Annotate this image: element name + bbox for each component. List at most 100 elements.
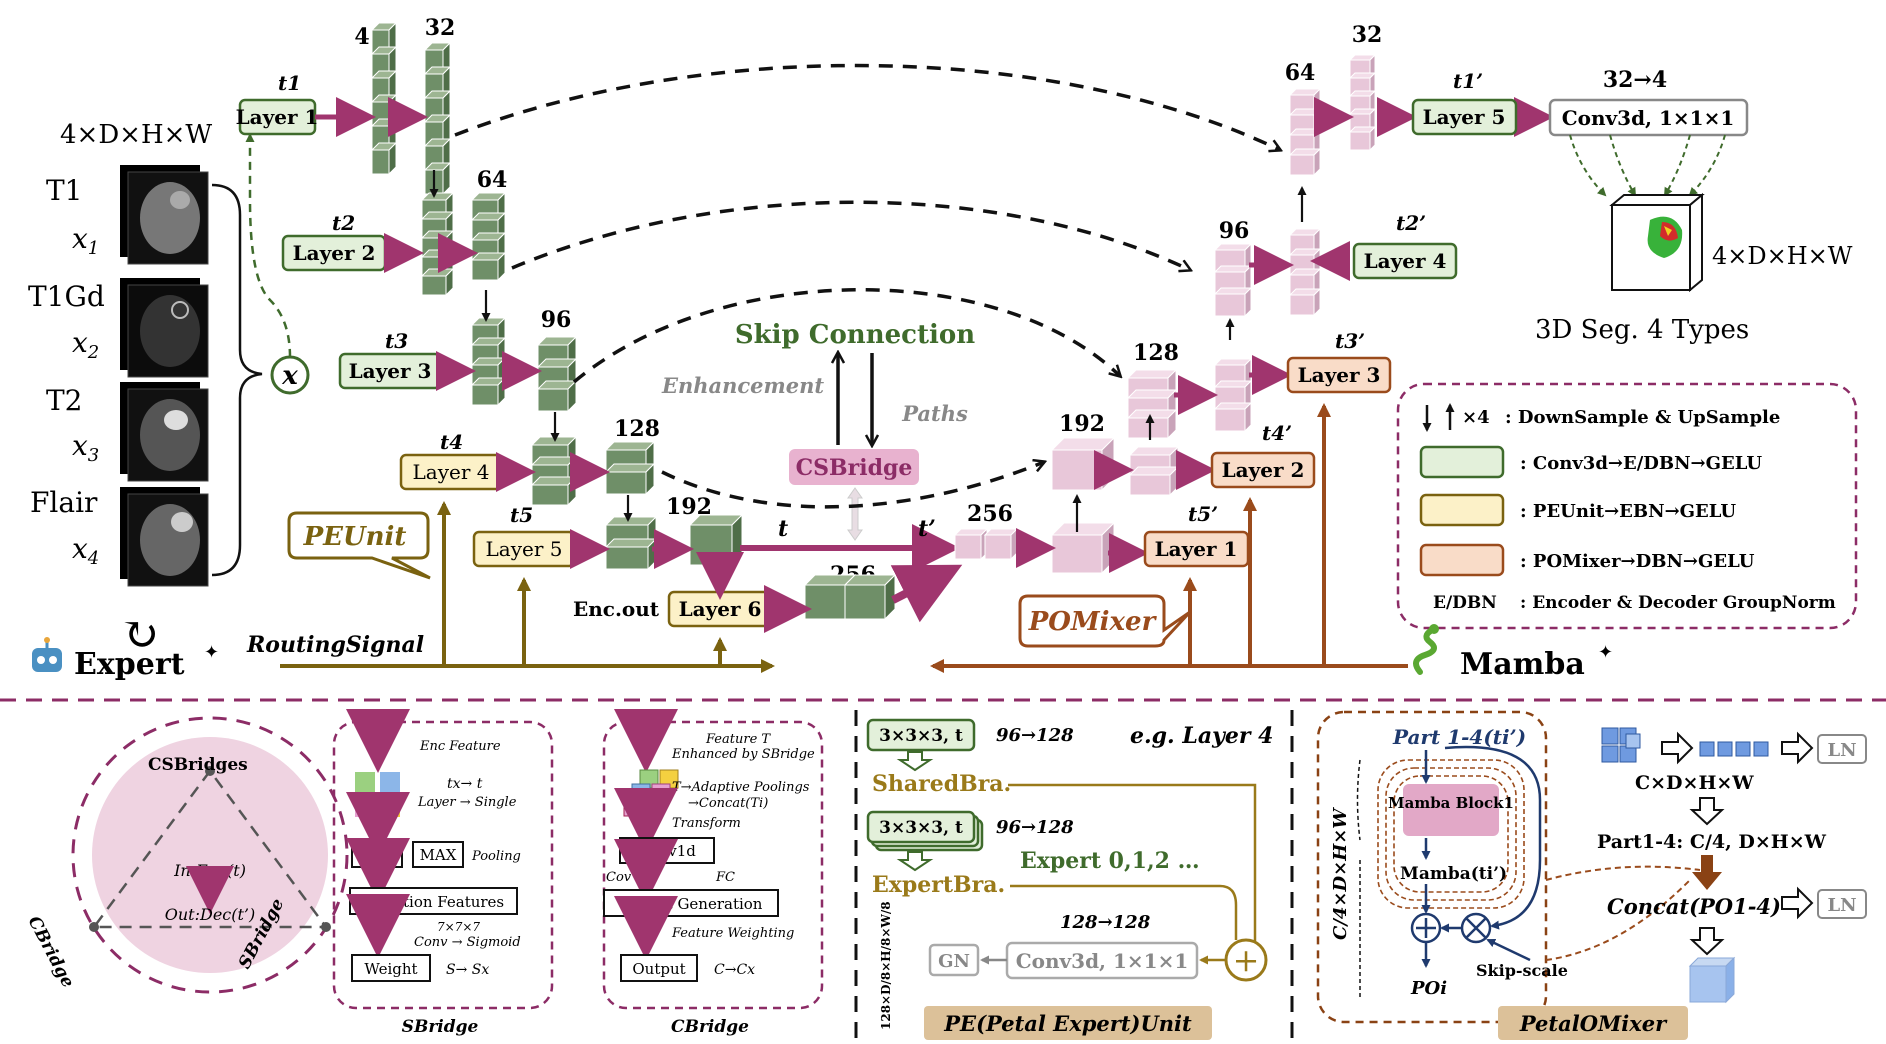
- po-part14: Part1-4: C/4, D×H×W: [1597, 831, 1827, 853]
- pe-shared-bra: SharedBra.: [872, 771, 1011, 797]
- pe-gn[interactable]: [928, 943, 980, 977]
- csbridge-to-bottleneck: [847, 487, 863, 541]
- cbridge-title: CBridge: [671, 1017, 749, 1037]
- po-cdhw: C×D×H×W: [1635, 772, 1754, 794]
- cbridge-side-label: CBridge: [24, 913, 78, 991]
- enc-col-96b-cube-3: [536, 379, 578, 413]
- input-dims: 4×D×H×W: [60, 120, 212, 150]
- input-brace: [211, 183, 263, 577]
- svg-text:CSBridge: CSBridge: [796, 455, 913, 481]
- legend-text-green: : Conv3d→E/DBN→GELU: [1520, 453, 1762, 474]
- po-cube-cluster: [1601, 727, 1641, 763]
- svg-text:+: +: [1233, 941, 1260, 979]
- svg-text:Layer 4: Layer 4: [413, 460, 490, 484]
- pe-title: PE(Petal Expert)Unit: [943, 1011, 1192, 1036]
- enc-col-96a-cube-4: [470, 376, 507, 407]
- modality-name-4: Flair: [30, 486, 98, 519]
- enc-t5: t5: [510, 503, 533, 527]
- legend-text-arrows: : DownSample & UpSample: [1505, 407, 1780, 428]
- dec-t5: t5’: [1188, 502, 1218, 526]
- legend-swatch-yellow: [1419, 493, 1505, 527]
- legend-text-yellow: : PEUnit→EBN→GELU: [1520, 501, 1736, 522]
- svg-text:Layer 3: Layer 3: [349, 359, 432, 383]
- conv-out-ch: 32→4: [1603, 67, 1667, 93]
- enc-t4: t4: [440, 430, 463, 454]
- conv-out-dashed-arrows: [1569, 134, 1726, 197]
- enc-col-128b-cube-2: [604, 462, 656, 496]
- enc-col-4-cube-6: [370, 141, 398, 176]
- dec-ch-96: 96: [1219, 218, 1250, 244]
- dec-cube-192b: [1050, 521, 1116, 575]
- cbridge-output[interactable]: [620, 954, 698, 982]
- pe-expert-kernel[interactable]: [866, 810, 976, 844]
- svg-text:Weight Generation: Weight Generation: [620, 895, 763, 913]
- legend-text-orange: : POMixer→DBN→GELU: [1520, 551, 1755, 572]
- skip-title: Skip Connection: [735, 320, 975, 350]
- modality-var-1: x1: [72, 222, 99, 259]
- cbridge-cube-stack: [623, 769, 679, 817]
- po-token-row: [1699, 741, 1769, 757]
- csbridge-box[interactable]: [789, 449, 919, 485]
- pe-shared-kernel[interactable]: [866, 718, 976, 752]
- enc-ch-32: 32: [425, 15, 456, 41]
- mri-stack-t1gd: [120, 278, 209, 378]
- svg-text:Layer 4: Layer 4: [1364, 249, 1447, 273]
- svg-text:AVG: AVG: [360, 846, 394, 864]
- svg-text:Layer 6: Layer 6: [679, 597, 762, 621]
- dec-layer-2[interactable]: [1210, 451, 1316, 489]
- cbridge-feature-t: Feature T: [705, 732, 771, 747]
- po-output-cube: [1688, 956, 1736, 1004]
- dec-t2: t2’: [1396, 211, 1426, 235]
- dec-layer-3[interactable]: [1286, 356, 1392, 394]
- svg-text:Attention Features: Attention Features: [361, 893, 504, 911]
- enc-col-64a-cube-5: [420, 267, 455, 297]
- dec-col-96a-cube-3: [1213, 286, 1253, 318]
- routing-branches: [437, 501, 727, 666]
- decoder-feature-maps: [953, 53, 1554, 575]
- legend-box: [1396, 382, 1858, 630]
- enc-col-32-cube-6: [423, 161, 452, 196]
- po-ln-2[interactable]: [1817, 889, 1867, 919]
- conv-out-box[interactable]: [1548, 98, 1749, 137]
- csbridge-disc: [92, 737, 328, 973]
- svg-text:Layer 3: Layer 3: [1298, 363, 1381, 387]
- dec-layer-4[interactable]: [1352, 242, 1458, 280]
- snake-icon: [1413, 624, 1439, 675]
- dec-cube-256a: [953, 527, 989, 561]
- pe-expert-bra: ExpertBra.: [872, 872, 1005, 898]
- cbridge-fc: FC: [715, 870, 735, 885]
- csbridge-triangle: [91, 768, 329, 929]
- csbridge-out: Out:Dec(t’): [165, 905, 256, 924]
- dec-cube-256b: [983, 527, 1019, 561]
- encoder-feature-maps: [315, 21, 963, 633]
- x-node-label: x: [281, 361, 298, 391]
- dec-col-64a-cube-4: [1288, 147, 1322, 177]
- po-mamba-block[interactable]: [1403, 784, 1499, 836]
- svg-text:PEUnit: PEUnit: [303, 522, 407, 552]
- seg-label: 3D Seg. 4 Types: [1535, 315, 1749, 345]
- dec-ch-256: 256: [967, 501, 1013, 527]
- svg-text:Layer 5: Layer 5: [1423, 105, 1506, 129]
- sbridge-layer-single: Layer → Single: [417, 795, 517, 810]
- po-outer-box: [1316, 710, 1548, 1024]
- legend-x4: ×4: [1462, 407, 1490, 428]
- sbridge-weight[interactable]: [351, 954, 431, 982]
- svg-text:GN: GN: [938, 951, 970, 972]
- pe-side-dims: 128×D/8×H/8×W/8: [879, 901, 893, 1030]
- dec-t3: t3’: [1335, 329, 1365, 353]
- output-dims: 4×D×H×W: [1712, 242, 1853, 270]
- pe-ch1: 96→128: [996, 725, 1074, 746]
- sbridge-max[interactable]: [412, 841, 464, 868]
- po-title: PetalOMixer: [1519, 1011, 1668, 1036]
- svg-text:3×3×3, t: 3×3×3, t: [879, 818, 963, 838]
- po-mamba-block-label: Mamba Block1: [1388, 794, 1514, 812]
- legend-swatch-green: [1419, 445, 1505, 479]
- mri-stack-t1: [120, 165, 209, 265]
- peunit-callout: PEUnit: [287, 511, 431, 580]
- po-poi: POi: [1410, 978, 1447, 999]
- dec-layer-5[interactable]: [1411, 98, 1518, 136]
- po-ln-1[interactable]: [1817, 734, 1867, 764]
- mamba-label: Mamba: [1460, 647, 1585, 682]
- pe-expert-ids: Expert 0,1,2 …: [1020, 848, 1200, 874]
